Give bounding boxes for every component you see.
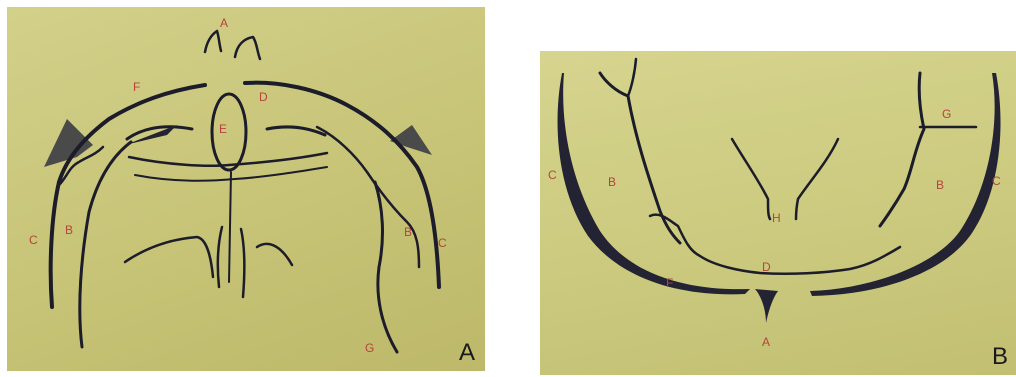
label-b-right-b: B bbox=[936, 179, 944, 191]
lower-left-curl bbox=[125, 237, 213, 277]
label-h: H bbox=[772, 212, 781, 224]
left-inner-arm bbox=[80, 142, 131, 347]
midline bbox=[229, 172, 231, 282]
diagram-panel-b: C B H G B C D F A B bbox=[540, 51, 1016, 375]
diagram-panel-a: A F D E C B B C G A bbox=[7, 7, 485, 371]
band-upper bbox=[129, 153, 327, 166]
label-d: D bbox=[259, 91, 268, 103]
inner-arm-left bbox=[600, 73, 680, 243]
label-c-right: C bbox=[438, 237, 447, 249]
label-g-b: G bbox=[942, 108, 951, 120]
label-c-left: C bbox=[29, 234, 38, 246]
label-c-left-b: C bbox=[548, 169, 557, 181]
label-f-b: F bbox=[666, 277, 673, 289]
lower-right-inner bbox=[241, 229, 244, 297]
inner-arm-left-top bbox=[628, 59, 636, 96]
label-e: E bbox=[219, 123, 227, 135]
center-h-right bbox=[796, 139, 838, 219]
panel-b-letter: B bbox=[992, 345, 1008, 369]
panel-a-letter: A bbox=[459, 341, 475, 365]
lower-right-curl bbox=[257, 244, 292, 265]
label-b-left: B bbox=[65, 224, 73, 236]
label-c-right-b: C bbox=[992, 175, 1001, 187]
label-a: A bbox=[220, 17, 228, 29]
label-f: F bbox=[133, 81, 140, 93]
top-left-hook bbox=[205, 31, 221, 52]
panel-a-drawing bbox=[7, 7, 485, 371]
top-right-hook bbox=[235, 37, 260, 59]
lower-left-inner bbox=[218, 227, 222, 287]
outer-arch-left bbox=[51, 85, 205, 307]
inner-arm-right bbox=[880, 73, 924, 226]
label-g: G bbox=[365, 342, 374, 354]
bottom-notch bbox=[755, 289, 778, 323]
label-a-b: A bbox=[762, 336, 770, 348]
outer-curve-left bbox=[558, 73, 750, 294]
label-b-left-b: B bbox=[608, 176, 616, 188]
label-d-b: D bbox=[762, 261, 771, 273]
outer-arch-right bbox=[245, 83, 439, 287]
center-h-left bbox=[732, 139, 770, 219]
label-b-right: B bbox=[404, 226, 412, 238]
central-oval bbox=[212, 94, 246, 170]
